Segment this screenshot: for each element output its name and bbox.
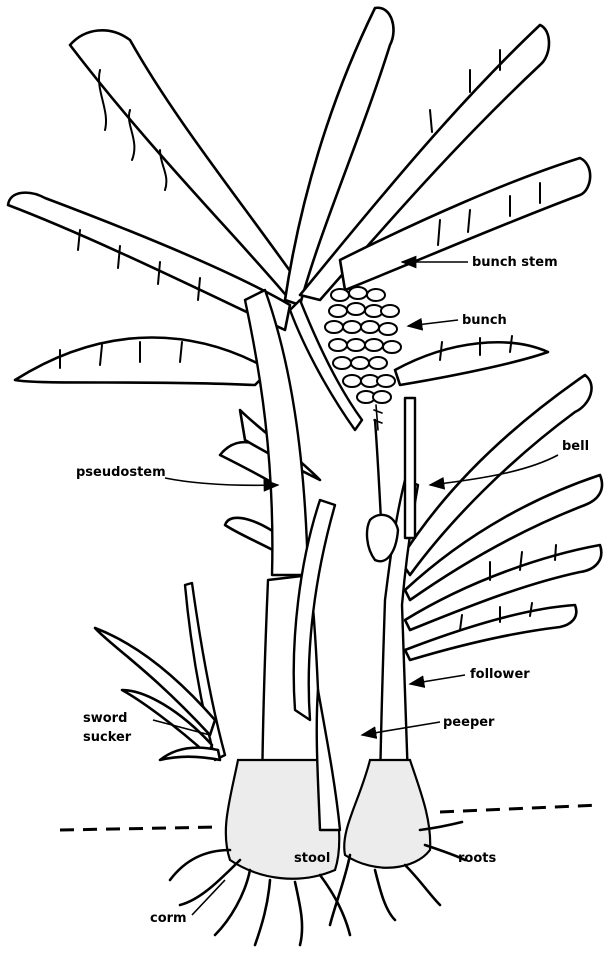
label-corm: corm: [150, 911, 187, 926]
arrow-pseudostem: [165, 478, 278, 485]
label-bunch-stem: bunch stem: [472, 255, 558, 270]
label-stool: stool: [294, 851, 330, 866]
label-peeper: peeper: [443, 715, 495, 730]
label-sword: sword: [83, 711, 127, 726]
label-bell: bell: [562, 439, 589, 454]
label-bunch: bunch: [462, 313, 507, 328]
label-pseudostem: pseudostem: [76, 465, 166, 480]
leaf-left-2: [15, 338, 270, 386]
arrow-follower: [410, 675, 465, 684]
stems: [245, 290, 418, 820]
label-follower: follower: [470, 667, 530, 682]
peeper: [317, 690, 340, 830]
leaf-right-2: [395, 342, 548, 385]
arrow-bunch: [408, 320, 458, 326]
label-roots: roots: [458, 851, 496, 866]
bell-stalk: [405, 398, 415, 538]
label-sucker: sucker: [83, 730, 132, 745]
follower-corm: [344, 760, 430, 868]
banana-bunch: [325, 287, 401, 430]
